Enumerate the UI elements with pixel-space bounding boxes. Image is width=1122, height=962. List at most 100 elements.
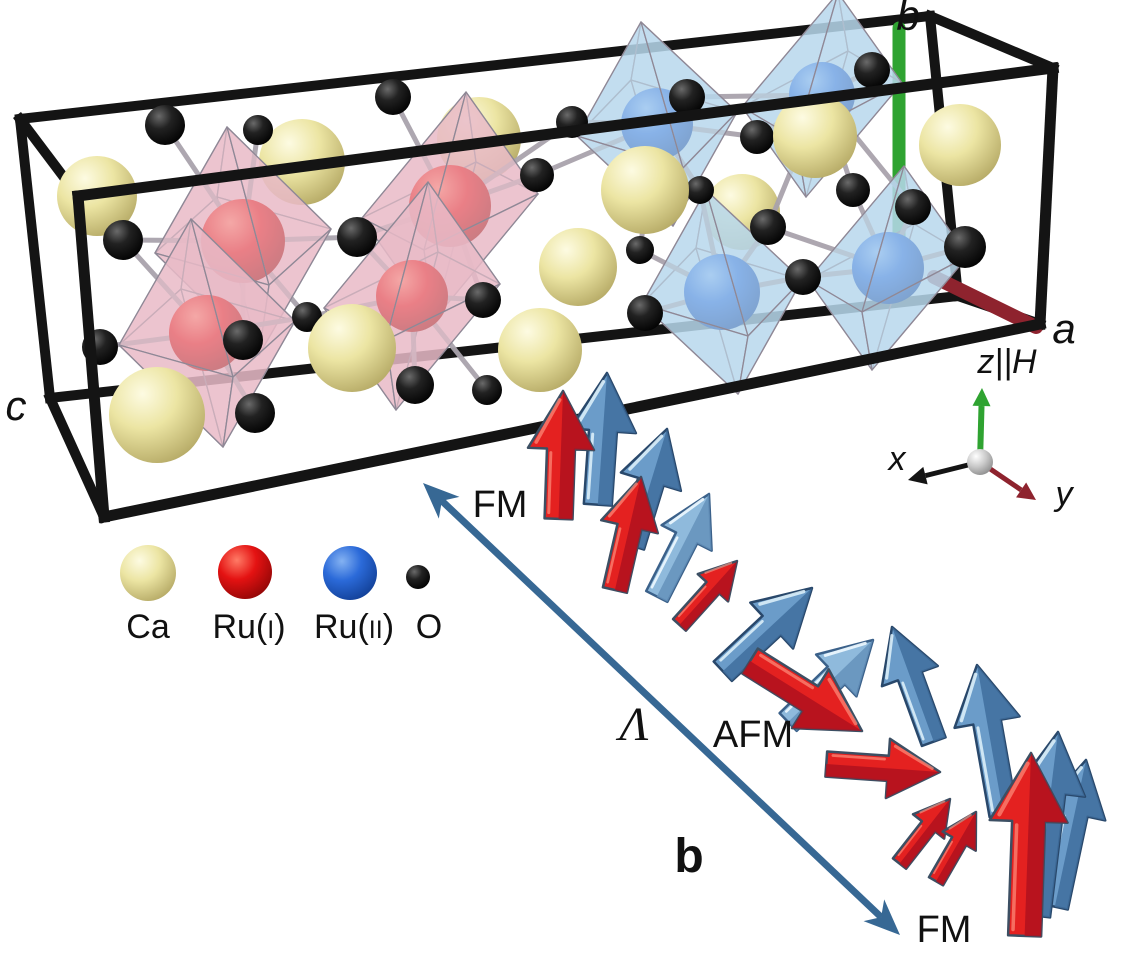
figure-labels: b a c z||H x y FM Λ AFM b FM Ca Ru(I) Ru… — [6, 0, 1076, 951]
o-atom — [750, 209, 786, 245]
spin-arrow-body — [644, 492, 713, 604]
fm-bottom-label: FM — [917, 909, 972, 951]
spin-arrow-blue — [880, 625, 947, 748]
spin-arrow-highlight — [759, 653, 815, 690]
spin-arrow-red — [927, 810, 978, 887]
o-atom — [223, 320, 263, 360]
o-atom — [337, 217, 377, 257]
z-parallel-h-label: z||H — [976, 343, 1037, 381]
spin-arrow-red — [671, 559, 739, 632]
a-axis-bar — [927, 270, 1043, 334]
spin-arrow-shade — [614, 477, 658, 593]
spin-arrow-shade — [742, 661, 862, 731]
o-atom — [944, 226, 986, 268]
o-atom — [854, 52, 890, 88]
spin-arrow-highlight — [831, 754, 886, 761]
spin-arrow-highlight — [897, 824, 923, 857]
unit-cell-edge — [72, 190, 110, 523]
lambda-arrow-head — [863, 899, 900, 935]
spin-arrow-shade — [899, 799, 950, 869]
spin-texture-arrows — [526, 371, 1107, 938]
spin-arrow-shade — [825, 764, 940, 798]
spin-arrow-highlight — [606, 527, 622, 584]
spin-arrow-highlight — [758, 589, 806, 606]
fm-top-label: FM — [473, 484, 528, 526]
spin-arrow-blue — [568, 371, 638, 507]
spin-arrow-highlight — [668, 497, 705, 525]
spin-arrow-highlight — [607, 482, 638, 518]
legend-label-ru1: Ru(I) — [212, 608, 285, 646]
lambda-label: Λ — [616, 698, 649, 751]
spin-arrow-shade — [656, 494, 712, 602]
spin-arrow-highlight — [677, 585, 707, 618]
spin-arrow-highlight — [933, 840, 954, 875]
o-atom — [895, 189, 931, 225]
o-atom — [785, 259, 821, 295]
spin-arrow-highlight — [1011, 823, 1019, 932]
spin-arrow-highlight — [959, 672, 978, 723]
spin-arrow-highlight — [919, 800, 946, 814]
spin-arrow-red — [526, 389, 596, 521]
spin-arrow-highlight — [704, 562, 733, 574]
lambda-wavelength-arrow — [423, 483, 900, 935]
o-atom — [243, 115, 273, 145]
z-gizmo-arrowhead — [972, 388, 991, 407]
spin-arrow-shade — [722, 588, 812, 681]
ca-atom — [109, 367, 205, 463]
spin-arrow-highlight — [827, 677, 858, 726]
spin-arrow-shade — [936, 812, 976, 886]
axis-a-label: a — [1052, 305, 1075, 352]
spin-arrow-blue — [953, 663, 1021, 819]
spin-arrow-highlight — [901, 681, 925, 741]
spin-arrow-highlight — [576, 380, 606, 425]
spin-arrow-highlight — [976, 726, 995, 813]
spin-arrow-shade — [679, 561, 737, 631]
legend-swatch-ru2 — [323, 546, 377, 600]
ruo6-octahedron-blue-face — [737, 279, 803, 395]
spin-arrow-shade — [1024, 753, 1068, 937]
o-atom — [669, 79, 705, 115]
ca-atom — [498, 308, 582, 392]
spin-arrow-red — [988, 751, 1069, 938]
afm-label: AFM — [713, 714, 793, 756]
spin-arrow-red — [741, 647, 864, 733]
atomic-structure — [57, 0, 1001, 463]
spin-arrow-highlight — [547, 451, 553, 515]
spin-arrow-lblue — [644, 492, 713, 604]
spin-arrow-blue — [712, 586, 814, 683]
lambda-arrow-shaft — [439, 498, 884, 920]
ca-atom — [539, 228, 617, 306]
spin-arrow-highlight — [534, 398, 562, 444]
spin-arrow-shade — [1054, 760, 1106, 910]
legend-swatch-ca — [120, 545, 176, 601]
ca-atom — [773, 94, 857, 178]
axis-b-label: b — [896, 0, 919, 39]
gizmo-origin-ball — [967, 449, 993, 475]
spin-arrow-red — [599, 475, 660, 595]
ruo6-octahedron-blue-face — [861, 255, 969, 371]
legend-atom-swatches — [120, 545, 430, 601]
unit-cell-edge — [71, 61, 1060, 203]
spin-arrow-highlight — [885, 634, 894, 680]
o-atom — [686, 176, 714, 204]
o-atom — [740, 120, 774, 154]
spin-arrow-body — [891, 797, 952, 871]
spin-arrow-highlight — [997, 761, 1030, 817]
spin-arrow-body — [927, 810, 978, 887]
legend-swatch-o — [406, 565, 430, 589]
spin-arrow-highlight — [719, 619, 764, 662]
o-atom — [292, 302, 322, 332]
spin-arrow-shade — [892, 627, 946, 742]
ca-atom — [919, 104, 1001, 186]
o-atom — [627, 295, 663, 331]
panel-b-label: b — [674, 830, 703, 883]
ca-atom — [308, 304, 396, 392]
unit-cell-edge — [43, 391, 111, 524]
o-atom — [465, 282, 501, 318]
legend-swatch-ru1 — [218, 545, 272, 599]
o-atom — [836, 173, 870, 207]
o-atom — [396, 366, 434, 404]
o-atom — [145, 105, 185, 145]
spin-arrow-shade — [977, 665, 1020, 815]
